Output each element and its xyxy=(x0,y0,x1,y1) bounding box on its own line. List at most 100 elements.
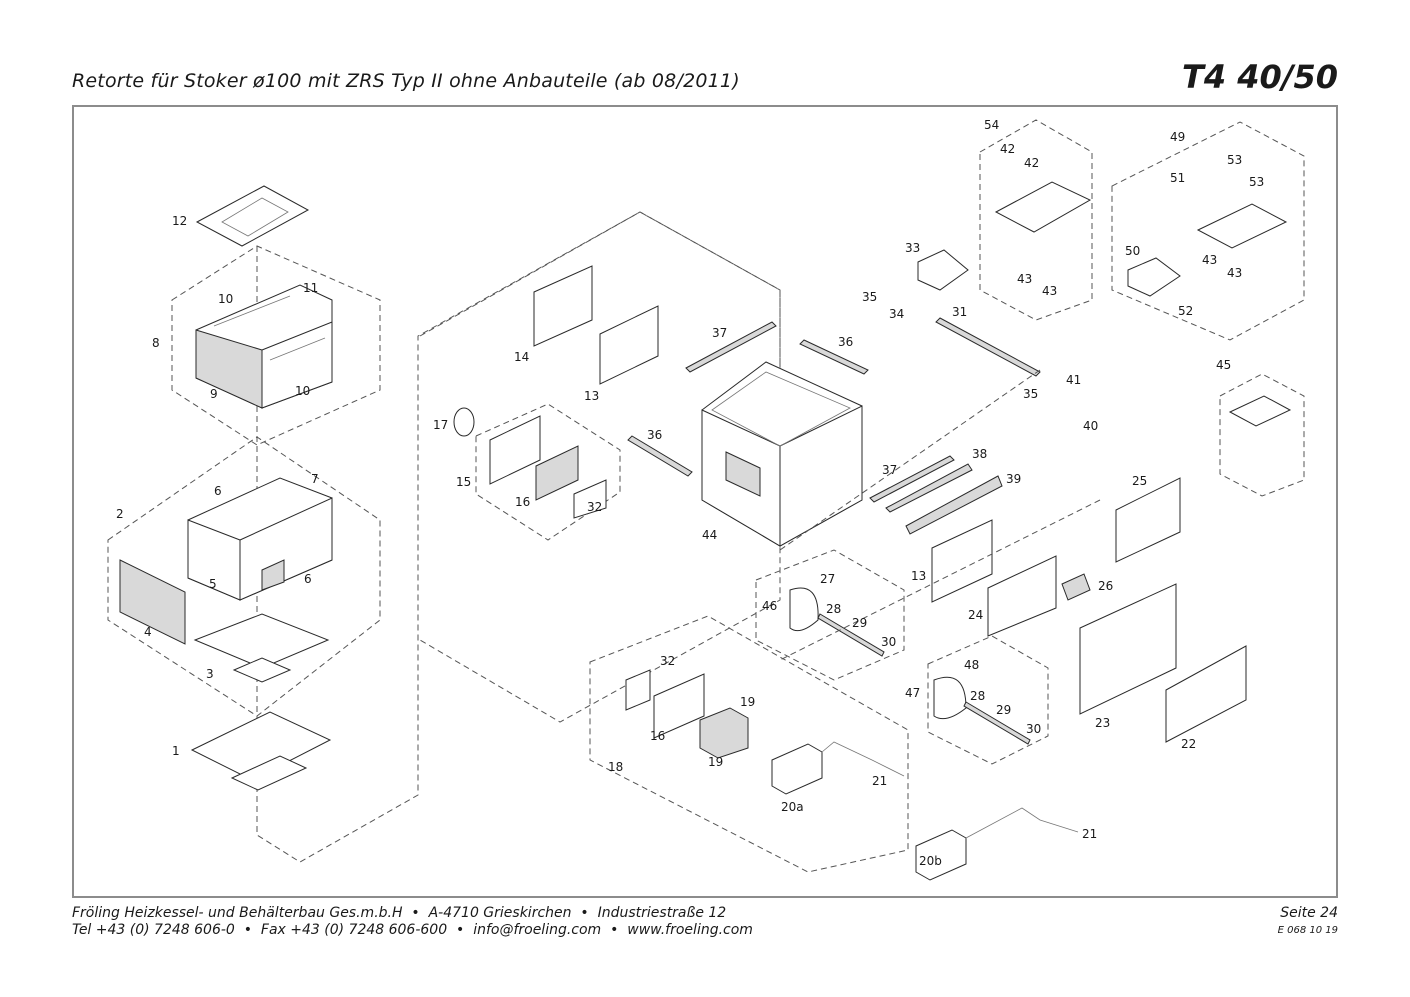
part-4-side-plate xyxy=(119,559,186,645)
footer-company: Fröling Heizkessel- und Behälterbau Ges.… xyxy=(72,905,403,921)
callout-8: 8 xyxy=(152,336,160,350)
callout-6b: 6 xyxy=(304,572,312,586)
callout-48: 48 xyxy=(964,658,979,672)
callout-13a: 13 xyxy=(584,389,599,403)
footer-fax: Fax +43 (0) 7248 606-600 xyxy=(260,922,448,938)
part-23-door-frame xyxy=(1079,583,1177,715)
callout-29b: 29 xyxy=(996,703,1011,717)
callout-4: 4 xyxy=(144,625,152,639)
callout-19a: 19 xyxy=(740,695,755,709)
group-outline-18 xyxy=(589,615,909,873)
part-7-box-frame xyxy=(187,477,333,601)
callout-44: 44 xyxy=(702,528,717,542)
part-45-plate xyxy=(1228,395,1292,427)
callout-32a: 32 xyxy=(587,500,602,514)
part-39-rail xyxy=(905,475,1003,535)
part-28-30b-shaft xyxy=(963,701,1031,745)
callout-16a: 16 xyxy=(515,495,530,509)
part-51-grate xyxy=(1196,203,1288,249)
callout-3: 3 xyxy=(206,667,214,681)
part-20b-bracket xyxy=(915,807,1079,881)
callout-28b: 28 xyxy=(970,689,985,703)
callout-52: 52 xyxy=(1178,304,1193,318)
part-48-flap xyxy=(933,676,967,720)
callout-54: 54 xyxy=(984,118,999,132)
callout-32b: 32 xyxy=(660,654,675,668)
group-outline-49 xyxy=(1111,121,1305,341)
callout-41: 41 xyxy=(1066,373,1081,387)
callout-17: 17 xyxy=(433,418,448,432)
page-title: Retorte für Stoker ø100 mit ZRS Typ II o… xyxy=(72,70,740,92)
footer-tel: Tel +43 (0) 7248 606-0 xyxy=(72,922,235,938)
footer-website: www.froeling.com xyxy=(627,922,753,938)
part-32b-bracket xyxy=(625,669,651,711)
footer-street: Industriestraße 12 xyxy=(597,905,727,921)
group-outline-45 xyxy=(1219,373,1305,497)
callout-5: 5 xyxy=(209,577,217,591)
callout-22: 22 xyxy=(1181,737,1196,751)
callout-10a: 10 xyxy=(218,292,233,306)
part-1-rail xyxy=(190,711,332,791)
callout-47: 47 xyxy=(905,686,920,700)
callout-34: 34 xyxy=(889,307,904,321)
footer-sep: • xyxy=(243,922,252,938)
callout-53a: 53 xyxy=(1227,153,1242,167)
callout-9: 9 xyxy=(210,387,218,401)
callout-50: 50 xyxy=(1125,244,1140,258)
callout-21b: 21 xyxy=(1082,827,1097,841)
part-31-shaft xyxy=(935,317,1041,377)
part-15-flange xyxy=(489,415,541,485)
part-17-gasket xyxy=(453,407,475,437)
callout-43d: 43 xyxy=(1227,266,1242,280)
part-37a-bar xyxy=(685,321,777,373)
callout-20b: 20b xyxy=(919,854,942,868)
callout-14: 14 xyxy=(514,350,529,364)
part-36b-bar xyxy=(627,435,693,477)
callout-16b: 16 xyxy=(650,729,665,743)
part-25-frame xyxy=(1115,477,1181,563)
callout-45: 45 xyxy=(1216,358,1231,372)
part-16b-plate xyxy=(653,673,705,739)
part-22-plate xyxy=(1165,645,1247,743)
center-outline xyxy=(419,211,781,723)
part-12-cover-plate xyxy=(195,185,310,247)
callout-36b: 36 xyxy=(647,428,662,442)
callout-40: 40 xyxy=(1083,419,1098,433)
callout-43a: 43 xyxy=(1017,272,1032,286)
footer-email: info@froeling.com xyxy=(473,922,602,938)
part-3-insert xyxy=(232,657,292,683)
callout-21a: 21 xyxy=(872,774,887,788)
callout-10b: 10 xyxy=(295,384,310,398)
part-16a-plate xyxy=(535,445,579,501)
callout-18: 18 xyxy=(608,760,623,774)
callout-53b: 53 xyxy=(1249,175,1264,189)
callout-30a: 30 xyxy=(881,635,896,649)
footer-sep: • xyxy=(580,905,589,921)
part-50-bracket xyxy=(1127,257,1181,297)
callout-28a: 28 xyxy=(826,602,841,616)
callout-26: 26 xyxy=(1098,579,1113,593)
part-13a-plate xyxy=(599,305,659,385)
footer-line-2: Tel +43 (0) 7248 606-0 • Fax +43 (0) 724… xyxy=(72,922,753,938)
model-label: T4 40/50 xyxy=(1182,58,1338,96)
assembly-dash-line xyxy=(256,211,781,863)
callout-2: 2 xyxy=(116,507,124,521)
callout-43b: 43 xyxy=(1042,284,1057,298)
callout-24: 24 xyxy=(968,608,983,622)
part-14-plate xyxy=(533,265,593,347)
part-54-grate xyxy=(994,181,1092,233)
callout-13b: 13 xyxy=(911,569,926,583)
callout-20a: 20a xyxy=(781,800,804,814)
callout-43c: 43 xyxy=(1202,253,1217,267)
part-28-30-shaft xyxy=(817,613,885,657)
callout-38: 38 xyxy=(972,447,987,461)
part-27-flap xyxy=(789,587,819,632)
page-number: Seite 24 xyxy=(1280,905,1338,921)
part-stoker-drive xyxy=(699,707,749,759)
callout-33: 33 xyxy=(905,241,920,255)
part-32a-bracket xyxy=(573,479,607,519)
part-8-retort-housing xyxy=(195,284,333,409)
callout-12: 12 xyxy=(172,214,187,228)
callout-37b: 37 xyxy=(882,463,897,477)
